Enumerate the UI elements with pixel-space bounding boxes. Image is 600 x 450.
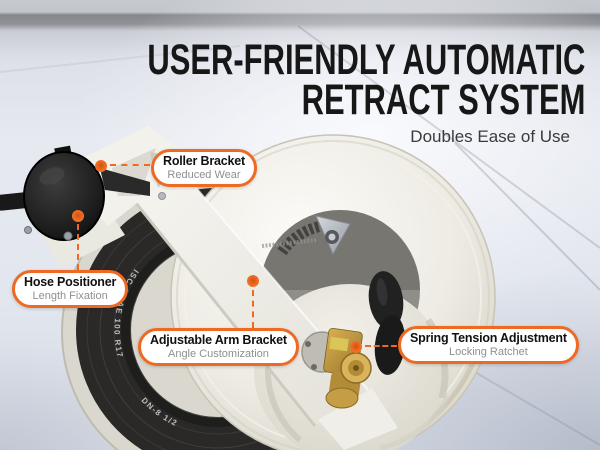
callout-title: Roller Bracket (163, 154, 245, 168)
floor-tile-lines (0, 25, 600, 446)
connector-dot-arm-bracket-icon (247, 275, 259, 287)
hose-positioner-assembly (0, 145, 105, 241)
brass-swivel-valve (301, 327, 372, 409)
connector-line-hose-positioner (77, 224, 79, 270)
connector-line-spring-tension (365, 345, 397, 347)
callout-subtitle: Length Fixation (32, 290, 108, 302)
callout-roller-bracket: Roller Bracket Reduced Wear (151, 149, 257, 187)
callout-subtitle: Reduced Wear (167, 169, 241, 181)
headline-line2: RETRACT SYSTEM (301, 76, 585, 124)
headline-line1: USER-FRIENDLY AUTOMATIC (146, 36, 585, 84)
connector-dot-roller-bracket-icon (95, 160, 107, 172)
connector-dot-spring-tension-icon (350, 341, 362, 353)
headline: USER-FRIENDLY AUTOMATIC RETRACT SYSTEM D… (0, 36, 585, 147)
callout-subtitle: Locking Ratchet (448, 346, 528, 358)
connector-line-roller-bracket (110, 164, 150, 166)
callout-title: Spring Tension Adjustment (410, 331, 567, 345)
callout-adjustable-arm-bracket: Adjustable Arm Bracket Angle Customizati… (138, 328, 299, 366)
hose-stop-ball (23, 151, 105, 241)
callout-hose-positioner: Hose Positioner Length Fixation (12, 270, 129, 308)
callout-spring-tension-adjustment: Spring Tension Adjustment Locking Ratche… (398, 326, 579, 364)
callout-subtitle: Angle Customization (167, 348, 269, 360)
connector-dot-hose-positioner-icon (72, 210, 84, 222)
connector-line-arm-bracket (252, 290, 254, 328)
callout-title: Hose Positioner (24, 275, 117, 289)
hose-reel: ISC / SAE 100 R17 DN-8 1/2 (0, 126, 496, 450)
callout-title: Adjustable Arm Bracket (150, 333, 287, 347)
headline-subtitle: Doubles Ease of Use (410, 127, 570, 146)
